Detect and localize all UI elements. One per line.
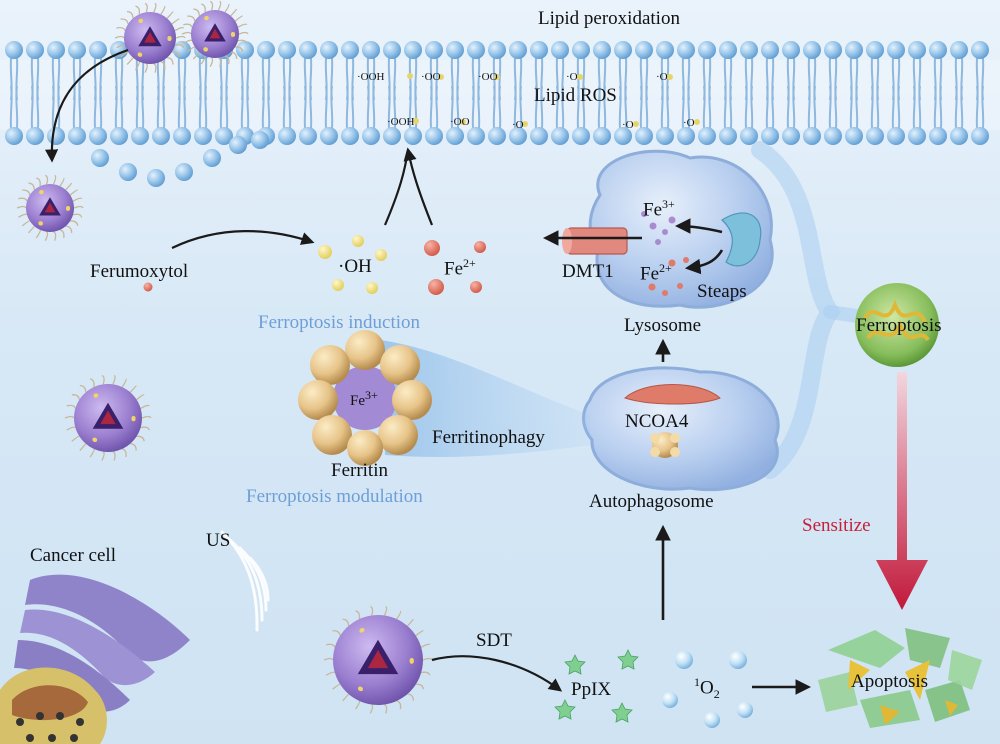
ferritin-fe3-label: Fe3+ bbox=[350, 388, 378, 409]
lipid-ros-label: Lipid ROS bbox=[534, 85, 617, 106]
cancer-cell-organelle bbox=[0, 667, 107, 744]
autophagosome-vesicle bbox=[582, 366, 780, 492]
radical-o-3: ·O bbox=[512, 119, 524, 131]
sdt-arrow bbox=[431, 655, 563, 692]
dmt1-label: DMT1 bbox=[562, 261, 614, 282]
radical-oo-2: ·OO bbox=[478, 71, 498, 83]
autophagosome-label: Autophagosome bbox=[589, 491, 714, 512]
hydroxyl-label: ·OH bbox=[338, 256, 372, 277]
ferroptosis-label: Ferroptosis bbox=[856, 315, 942, 336]
ferroptosis-induction-label: Ferroptosis induction bbox=[258, 312, 421, 333]
radical-o-4: ·O bbox=[622, 119, 634, 131]
ncoa4-label: NCOA4 bbox=[625, 411, 689, 432]
steaps-label: Steaps bbox=[697, 281, 747, 302]
sensitize-arrow bbox=[876, 372, 928, 610]
ferumoxytol-dot bbox=[143, 282, 153, 292]
ferumoxytol-nanoparticles bbox=[16, 0, 433, 714]
ferroptosis-mitochondrion bbox=[855, 283, 939, 367]
cancer-cell-label: Cancer cell bbox=[30, 545, 116, 566]
lipid-bilayer-membrane bbox=[0, 41, 1000, 187]
ferritin-cage bbox=[298, 330, 432, 466]
ferumoxytol-label: Ferumoxytol bbox=[90, 261, 189, 282]
ferrous-iron-cluster bbox=[424, 240, 486, 295]
ppix-stars bbox=[554, 649, 639, 723]
ppix-label: PpIX bbox=[571, 679, 612, 700]
fe2-lysosome-label: Fe2+ bbox=[640, 261, 672, 285]
ultrasound-label: US bbox=[206, 530, 231, 551]
radical-ooh-1: ·OOH bbox=[357, 71, 385, 83]
fe2-label: Fe2+ bbox=[444, 256, 476, 280]
sdt-label: SDT bbox=[476, 630, 512, 651]
uptake-arrow bbox=[44, 48, 129, 163]
radical-o-5: ·O bbox=[683, 117, 695, 129]
ferritinophagy-label: Ferritinophagy bbox=[432, 427, 545, 448]
lysosome-label: Lysosome bbox=[624, 315, 702, 336]
singlet-oxygen-label: 1O2 bbox=[694, 675, 720, 702]
ferritin-label: Ferritin bbox=[331, 460, 388, 481]
ferritinophagy-beam bbox=[380, 340, 590, 457]
ultrasound-waves bbox=[220, 530, 270, 632]
hydroxyl-radical-cluster bbox=[318, 235, 387, 294]
apoptosis-fragments bbox=[818, 628, 982, 728]
radical-oo-1: ·OO bbox=[421, 71, 441, 83]
lipid-peroxidation-label: Lipid peroxidation bbox=[538, 8, 680, 29]
radical-ooh-2: ·OOH bbox=[387, 116, 415, 128]
radical-o-2: ·O bbox=[656, 71, 668, 83]
fe3-label: Fe3+ bbox=[643, 197, 675, 221]
fenton-arrow bbox=[383, 149, 410, 226]
ferumoxytol-arrow bbox=[171, 230, 315, 249]
radical-oo-3: ·OO bbox=[450, 116, 470, 128]
radical-o-1: ·O bbox=[566, 71, 578, 83]
sensitize-label: Sensitize bbox=[802, 515, 871, 536]
singlet-oxygen-bubbles bbox=[662, 651, 753, 728]
ferroptosis-modulation-label: Ferroptosis modulation bbox=[246, 486, 423, 507]
apoptosis-label: Apoptosis bbox=[851, 671, 929, 692]
